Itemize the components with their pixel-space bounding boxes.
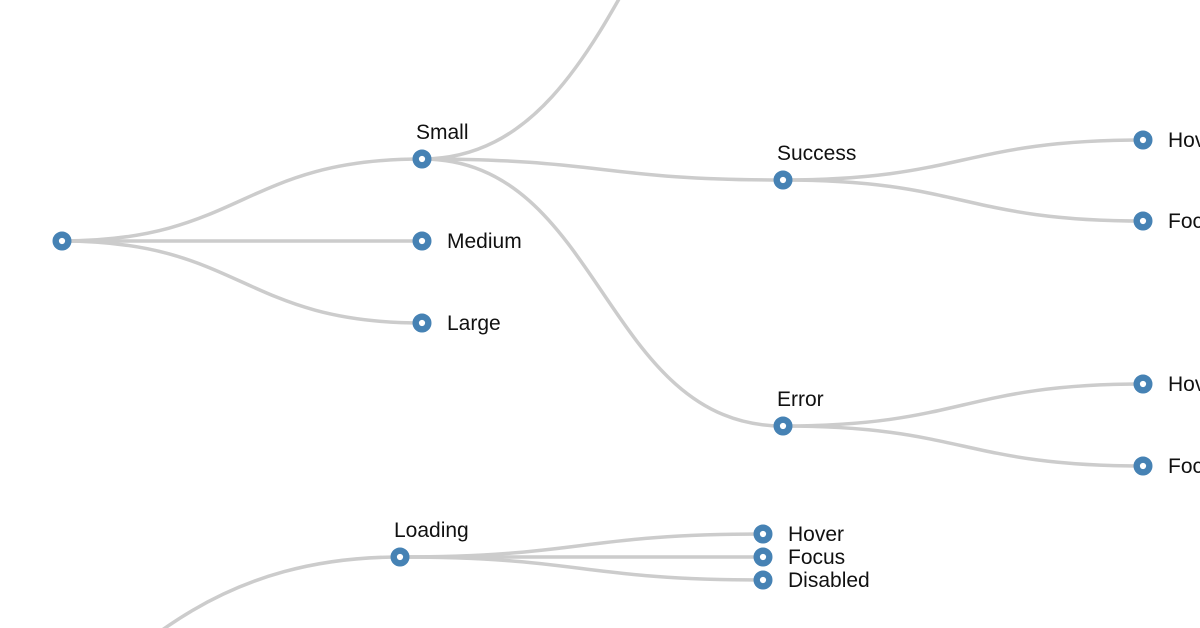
tree-link-error-error-focus: [782, 424, 1144, 468]
links-layer: [61, 0, 1144, 628]
tree-node-loading-hover[interactable]: [753, 524, 773, 544]
tree-node-large[interactable]: [412, 313, 432, 333]
node-label-medium: Medium: [447, 230, 522, 253]
tree-link-loading-loading-disabled: [399, 555, 764, 582]
tree-link-small-success: [421, 157, 784, 182]
tree-node-loading-focus[interactable]: [753, 547, 773, 567]
tree-link-success-success-hover: [782, 138, 1144, 182]
node-label-loading-hover: Hover: [788, 523, 844, 546]
node-label-loading-disabled: Disabled: [788, 569, 870, 592]
tree-link-small-offscreen-top: [421, 0, 621, 161]
tree-node-error-hover[interactable]: [1133, 374, 1153, 394]
node-label-success-focus: Focus: [1168, 210, 1200, 233]
node-label-success-hover: Hover: [1168, 129, 1200, 152]
nodes-layer: [52, 130, 1153, 590]
labels-layer: SmallMediumLargeSuccessErrorHoverFocusHo…: [394, 121, 1200, 592]
tree-link-root-small: [61, 157, 423, 243]
tree-link-root-large: [61, 239, 423, 325]
tree-link-offscreen-bottom-loading: [162, 555, 401, 628]
node-label-loading-focus: Focus: [788, 546, 845, 569]
tree-node-error[interactable]: [773, 416, 793, 436]
tree-link-small-error: [421, 157, 784, 428]
tree-node-error-focus[interactable]: [1133, 456, 1153, 476]
node-label-loading: Loading: [394, 519, 469, 542]
tree-node-small[interactable]: [412, 149, 432, 169]
tree-node-loading-disabled[interactable]: [753, 570, 773, 590]
tree-node-loading[interactable]: [390, 547, 410, 567]
node-label-small: Small: [416, 121, 469, 144]
tree-node-root[interactable]: [52, 231, 72, 251]
node-label-error-hover: Hover: [1168, 373, 1200, 396]
node-label-error-focus: Focus: [1168, 455, 1200, 478]
tree-node-medium[interactable]: [412, 231, 432, 251]
tree-node-success-hover[interactable]: [1133, 130, 1153, 150]
node-label-large: Large: [447, 312, 501, 335]
node-label-success: Success: [777, 142, 856, 165]
tree-node-success[interactable]: [773, 170, 793, 190]
node-label-error: Error: [777, 388, 824, 411]
tree-node-success-focus[interactable]: [1133, 211, 1153, 231]
tree-link-error-error-hover: [782, 382, 1144, 428]
tree-link-success-success-focus: [782, 178, 1144, 223]
